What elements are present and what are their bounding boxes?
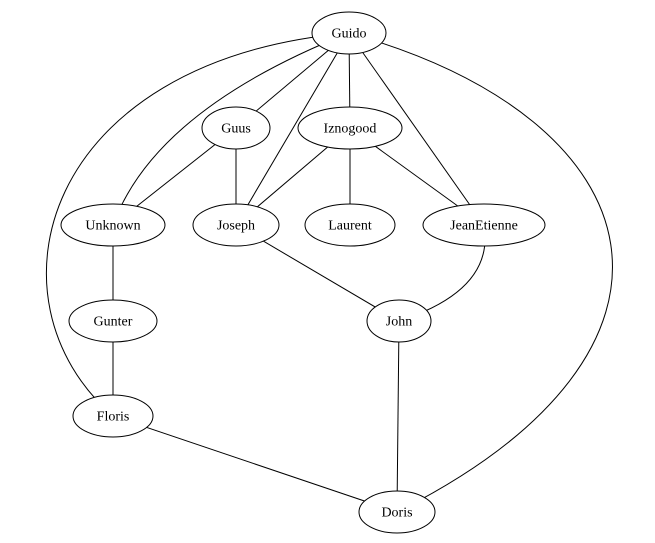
node-ellipse-jeanetienne — [422, 203, 546, 247]
node-guus: Guus — [201, 106, 271, 150]
node-label-doris: Doris — [381, 506, 412, 521]
node-label-joseph: Joseph — [217, 219, 255, 234]
node-ellipse-iznogood — [297, 106, 403, 150]
node-ellipse-guus — [201, 106, 271, 150]
node-label-unknown: Unknown — [85, 219, 140, 234]
edge-guido-joseph — [235, 32, 350, 226]
edge-guido-doris — [348, 32, 613, 513]
node-label-john: John — [386, 315, 412, 330]
node-unknown: Unknown — [60, 203, 166, 247]
node-floris: Floris — [72, 394, 154, 438]
node-label-guus: Guus — [221, 122, 251, 137]
node-gunter: Gunter — [68, 299, 158, 343]
node-label-gunter: Gunter — [94, 315, 133, 330]
node-ellipse-john — [366, 299, 432, 343]
node-doris: Doris — [358, 490, 436, 534]
node-label-jeanetienne: JeanEtienne — [450, 219, 518, 234]
node-ellipse-gunter — [68, 299, 158, 343]
node-ellipse-doris — [358, 490, 436, 534]
edge-guido-floris — [45, 32, 350, 417]
node-ellipse-floris — [72, 394, 154, 438]
node-joseph: Joseph — [192, 203, 280, 247]
node-label-floris: Floris — [97, 410, 130, 425]
node-ellipse-guido — [311, 11, 387, 55]
node-laurent: Laurent — [304, 203, 396, 247]
node-ellipse-unknown — [60, 203, 166, 247]
node-john: John — [366, 299, 432, 343]
edge-guido-jeanetienne — [348, 32, 485, 226]
node-guido: Guido — [311, 11, 387, 55]
edge-floris-doris — [112, 415, 398, 513]
node-iznogood: Iznogood — [297, 106, 403, 150]
node-jeanetienne: JeanEtienne — [422, 203, 546, 247]
edge-guido-unknown — [112, 32, 350, 226]
node-label-iznogood: Iznogood — [324, 122, 377, 137]
node-ellipse-joseph — [192, 203, 280, 247]
node-ellipse-laurent — [304, 203, 396, 247]
edge-john-doris — [396, 320, 400, 513]
edges-layer — [45, 32, 613, 513]
node-label-laurent: Laurent — [328, 219, 372, 234]
node-label-guido: Guido — [332, 27, 367, 42]
